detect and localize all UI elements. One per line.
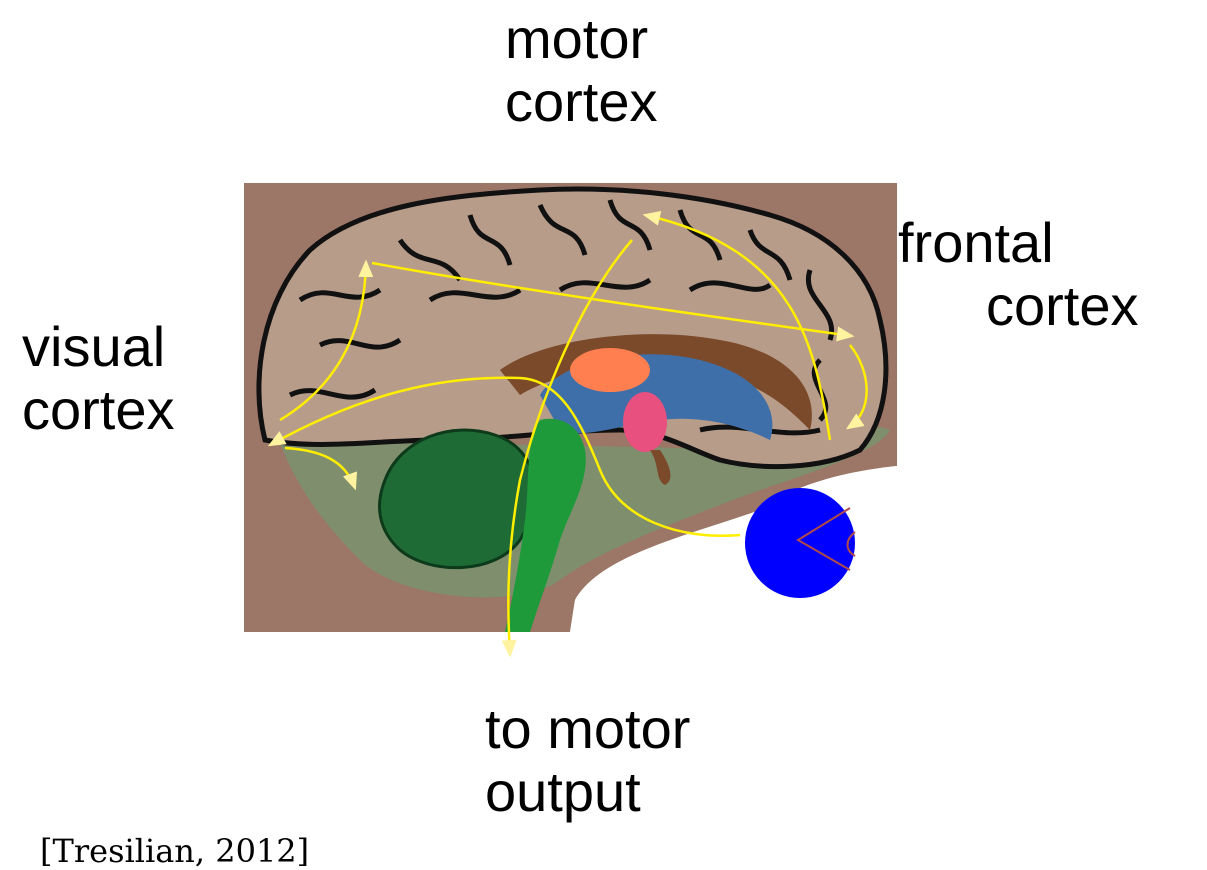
label-output-line2: output xyxy=(485,761,690,824)
citation: [Tresilian, 2012] xyxy=(40,832,309,870)
label-frontal-line1: frontal xyxy=(898,212,1139,275)
label-visual-line2: cortex xyxy=(22,379,175,442)
label-output-line1: to motor xyxy=(485,698,690,761)
label-motor-line2: cortex xyxy=(505,71,658,134)
thalamus xyxy=(570,348,650,392)
eye xyxy=(745,488,855,598)
label-frontal-line2: cortex xyxy=(898,275,1139,338)
label-frontal-cortex: frontal cortex xyxy=(898,212,1139,337)
hypothalamus xyxy=(623,392,667,452)
label-motor-line1: motor xyxy=(505,8,658,71)
label-visual-line1: visual xyxy=(22,316,175,379)
label-motor-cortex: motor cortex xyxy=(505,8,658,133)
label-motor-output: to motor output xyxy=(485,698,690,823)
label-visual-cortex: visual cortex xyxy=(22,316,175,441)
